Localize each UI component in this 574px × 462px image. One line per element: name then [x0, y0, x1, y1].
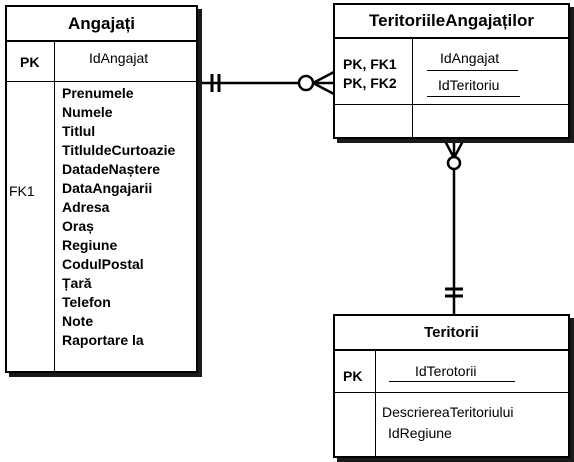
- attribute-note: Note: [62, 313, 94, 329]
- teritorii-key-column-divider: [375, 351, 376, 456]
- pk-underline: [389, 381, 515, 382]
- attribute-codulpostal: CodulPostal: [62, 256, 144, 272]
- teritorii-attribute-list: DescriereaTeritoriului IdRegiune: [382, 402, 514, 444]
- attribute-adresa: Adresa: [62, 199, 110, 215]
- attribute-descriereateritoriului: DescriereaTeritoriului: [382, 404, 514, 420]
- attribute-oras: Oraș: [62, 218, 94, 234]
- teritorii-pk-divider: [335, 392, 568, 393]
- attribute-titluldecurtoazie: TitluldeCurtoazie: [62, 142, 176, 158]
- attribute-tara: Țară: [62, 275, 92, 291]
- entity-teritoriileangajatilor-title: TeritoriileAngajaților: [335, 5, 568, 39]
- attribute-numele: Numele: [62, 104, 113, 120]
- key-underline-1: [427, 70, 518, 71]
- angajati-key-column-divider: [54, 42, 55, 371]
- teritorii-pk-field: IdTerotorii: [415, 363, 477, 379]
- teritoriileangajatilor-key-field-2: IdTeritoriu: [438, 77, 500, 93]
- entity-teritorii[interactable]: Teritorii PK IdTerotorii DescriereaTerit…: [333, 314, 570, 458]
- angajati-attribute-list: Prenumele Numele Titlul TitluldeCurtoazi…: [62, 84, 175, 350]
- key-underline-2: [427, 96, 520, 97]
- angajati-pk-divider: [7, 81, 196, 82]
- teritorii-pk-label: PK: [343, 368, 363, 384]
- entity-angajati-title: Angajați: [7, 7, 196, 42]
- attribute-telefon: Telefon: [62, 294, 111, 310]
- attribute-raportare-la: Raportare la: [62, 332, 144, 348]
- entity-teritorii-title: Teritorii: [335, 316, 568, 351]
- attribute-datadenastere: DatadeNaștere: [62, 161, 161, 177]
- teritoriileangajatilor-key-label-1: PK, FK1: [343, 56, 397, 72]
- teritoriileangajatilor-key-field-1: IdAngajat: [440, 50, 500, 66]
- attribute-dataangajarii: DataAngajarii: [62, 180, 153, 196]
- attribute-idregiune: IdRegiune: [388, 425, 452, 441]
- relationship-angajati-teritoriileangajatilor: [198, 70, 336, 96]
- attribute-titlul: Titlul: [62, 123, 96, 139]
- entity-angajati[interactable]: Angajați PK IdAngajat FK1 Prenumele Nume…: [5, 5, 198, 373]
- angajati-fk-label: FK1: [9, 183, 35, 199]
- attribute-regiune: Regiune: [62, 237, 118, 253]
- teritoriileangajatilor-key-column-divider: [412, 39, 413, 137]
- teritoriileangajatilor-pk-divider: [335, 104, 568, 105]
- teritoriileangajatilor-key-label-2: PK, FK2: [343, 75, 397, 91]
- angajati-pk-field: IdAngajat: [89, 50, 149, 66]
- attribute-prenumele: Prenumele: [62, 85, 134, 101]
- entity-teritoriileangajatilor[interactable]: TeritoriileAngajaților PK, FK1 PK, FK2 I…: [333, 3, 570, 139]
- relationship-teritorii-teritoriileangajatilor: [442, 138, 466, 316]
- angajati-pk-label: PK: [20, 54, 40, 70]
